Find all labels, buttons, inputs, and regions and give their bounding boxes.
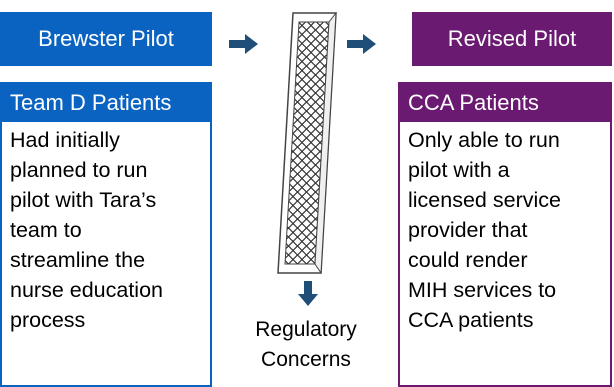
revised-pilot-label: Revised Pilot [412,12,612,66]
description-line: Had initially [10,128,120,152]
description-line: process [10,308,86,332]
description-line: Only able to run [408,128,560,152]
right-arrow-icon [229,34,258,54]
brewster-pilot-label: Brewster Pilot [0,12,212,66]
regulatory-line: Regulatory [255,318,357,341]
team-d-patients-panel: Team D Patients Had initially planned to… [0,82,212,387]
cca-patients-description: Only able to run pilot with a licensed s… [400,122,610,335]
description-line: planned to run [10,158,148,182]
description-line: provider that [408,218,528,242]
description-line: nurse education [10,278,163,302]
team-d-patients-description: Had initially planned to run pilot with … [2,122,210,335]
description-line: streamline the [10,248,146,272]
description-line: pilot with Tara’s [10,188,157,212]
regulatory-barrier-screen [277,12,337,274]
description-line: team to [10,218,82,242]
down-arrow-icon [298,281,318,306]
regulatory-line: Concerns [261,348,351,371]
description-line: licensed service [408,188,561,212]
right-arrow-icon [347,34,376,54]
description-line: could render [408,248,528,272]
description-line: MIH services to [408,278,557,302]
team-d-patients-title: Team D Patients [2,84,210,122]
description-line: pilot with a [408,158,510,182]
description-line: CCA patients [408,308,534,332]
cca-patients-title: CCA Patients [400,84,610,122]
regulatory-concerns-label: Regulatory Concerns [236,315,376,375]
cca-patients-panel: CCA Patients Only able to run pilot with… [398,82,612,387]
